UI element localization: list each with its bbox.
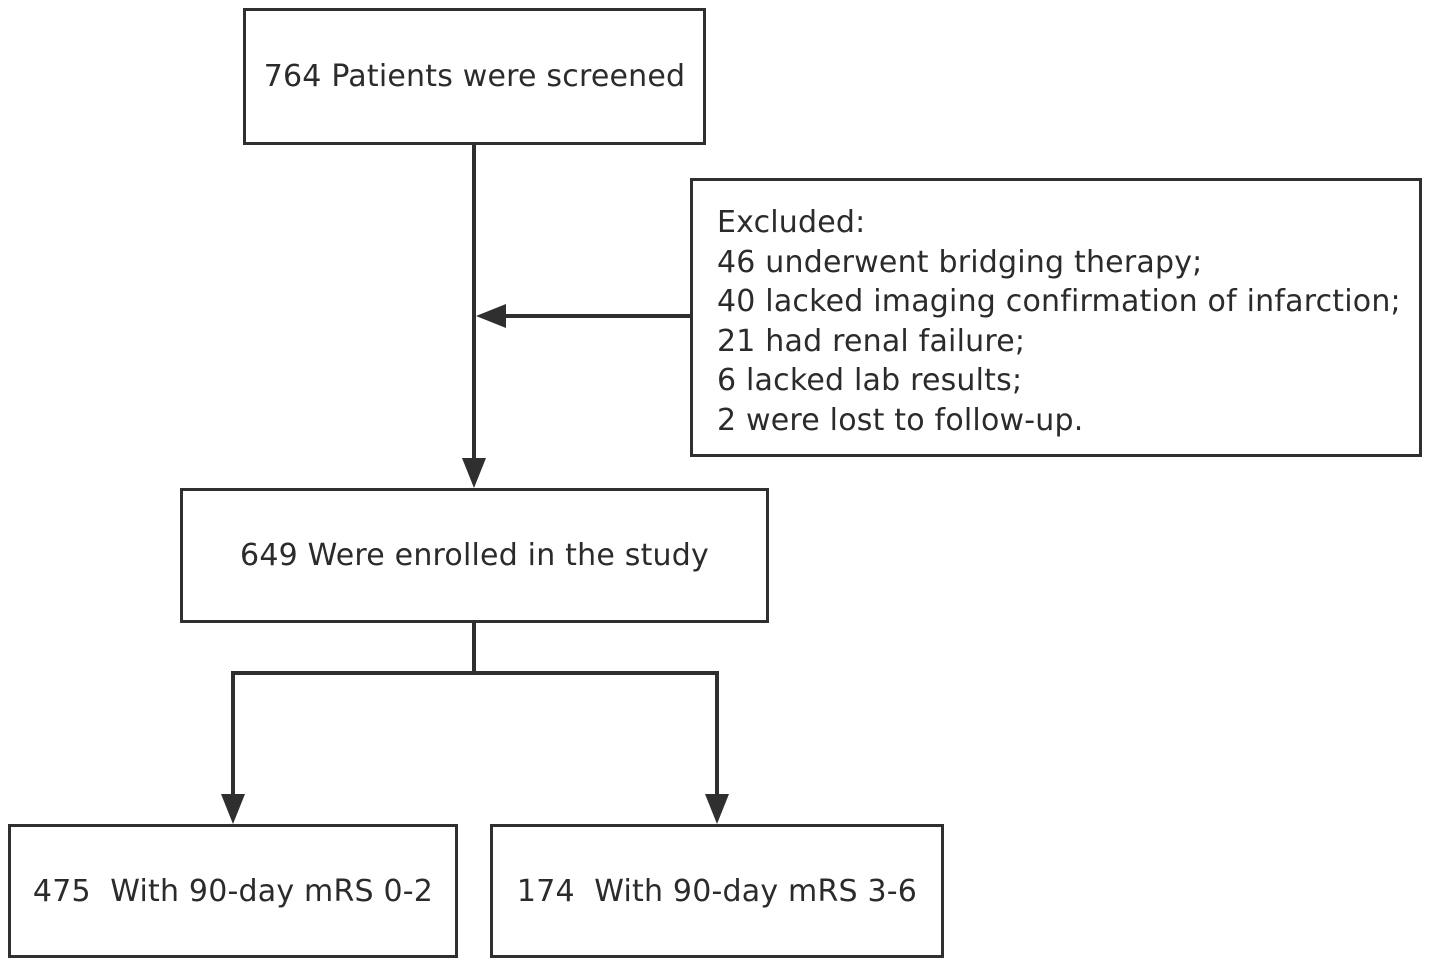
screened-box: 764 Patients were screened bbox=[243, 8, 706, 145]
enrolled-label: 649 Were enrolled in the study bbox=[240, 538, 709, 573]
arrowhead-enrolled bbox=[462, 458, 486, 488]
excluded-item: 6 lacked lab results; bbox=[717, 363, 1023, 398]
arrowhead-mrs02 bbox=[221, 794, 245, 824]
arrowhead-mrs36 bbox=[705, 794, 729, 824]
excluded-item: 40 lacked imaging confirmation of infarc… bbox=[717, 284, 1401, 319]
outcome-poor-label: 174 With 90-day mRS 3-6 bbox=[516, 873, 918, 909]
outcome-poor-box: 174 With 90-day mRS 3-6 bbox=[490, 824, 944, 958]
excluded-item: 46 underwent bridging therapy; bbox=[717, 244, 1203, 280]
outcome-good-label: 475 With 90-day mRS 0-2 bbox=[32, 873, 434, 909]
outcome-good-box: 475 With 90-day mRS 0-2 bbox=[8, 824, 458, 958]
enrolled-box: 649 Were enrolled in the study bbox=[180, 488, 769, 623]
excluded-heading: Excluded: bbox=[717, 205, 866, 240]
arrowhead-excluded bbox=[476, 304, 506, 328]
screened-label: 764 Patients were screened bbox=[263, 59, 686, 94]
excluded-item: 2 were lost to follow-up. bbox=[717, 402, 1084, 438]
excluded-item: 21 had renal failure; bbox=[717, 323, 1026, 359]
excluded-box: Excluded: 46 underwent bridging therapy;… bbox=[690, 178, 1422, 457]
